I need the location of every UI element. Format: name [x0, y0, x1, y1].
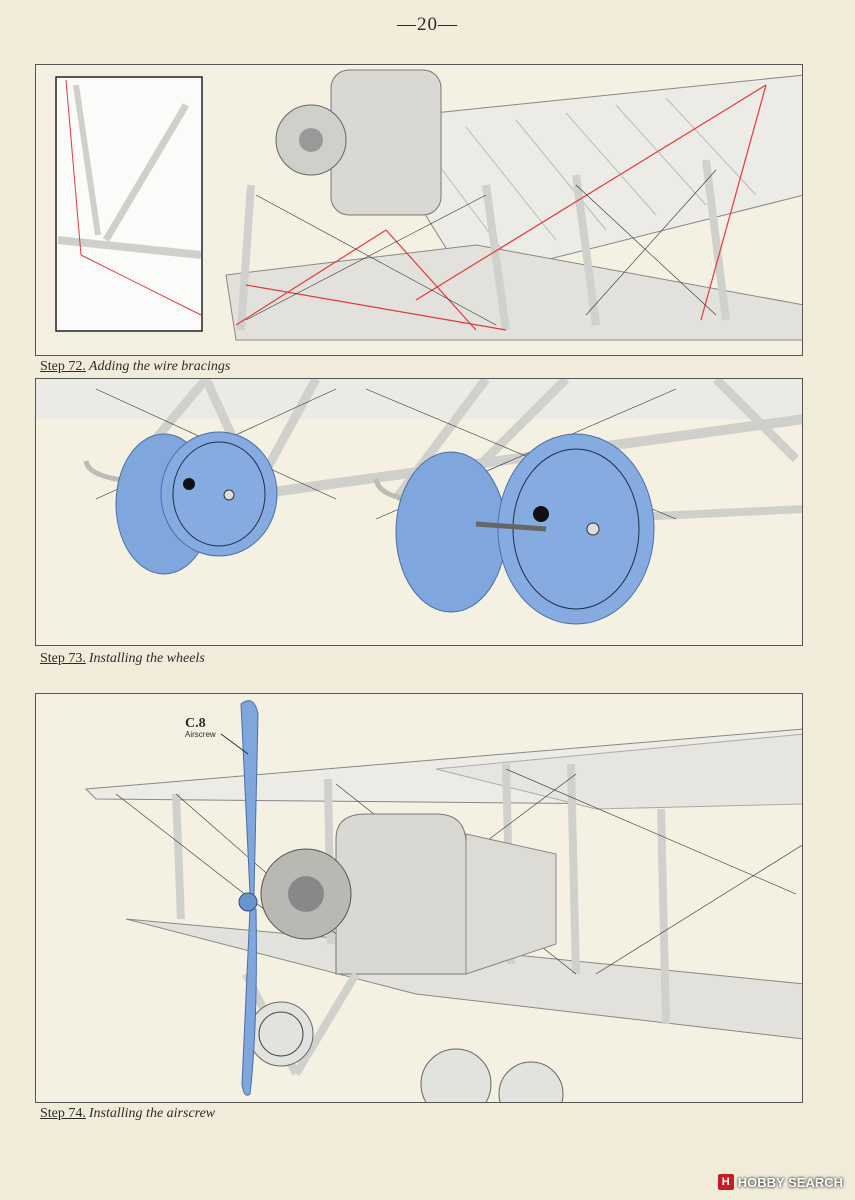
step-72-description: Adding the wire bracings	[88, 359, 231, 374]
biplane-bracing-drawing	[55, 69, 802, 341]
step-74-description: Installing the airscrew	[88, 1106, 216, 1121]
part-name: Airscrew	[185, 730, 216, 739]
page-number: —20—	[397, 14, 458, 35]
step-73-illustration	[35, 378, 803, 646]
step-74-caption: Step 74.Installing the airscrew	[40, 1106, 215, 1122]
step-73-caption: Step 73.Installing the wheels	[40, 651, 205, 667]
step-74-illustration	[35, 693, 803, 1103]
part-callout-c8: C.8 Airscrew	[185, 716, 216, 739]
step-72-illustration	[35, 64, 803, 356]
step-72-label: Step 72.	[40, 359, 86, 374]
airscrew-upper-blade	[240, 700, 259, 895]
step-73-label: Step 73.	[40, 651, 86, 666]
watermark: H HOBBY SEARCH	[717, 1174, 843, 1190]
airscrew-lower-blade	[241, 908, 257, 1096]
part-code: C.8	[185, 716, 206, 731]
watermark-text: HOBBY SEARCH	[737, 1174, 843, 1190]
step-74-label: Step 74.	[40, 1106, 86, 1121]
step-73-description: Installing the wheels	[88, 651, 205, 666]
step-72-caption: Step 72.Adding the wire bracings	[40, 359, 230, 375]
landing-gear-wheels-drawing	[36, 379, 802, 625]
watermark-logo-icon: H	[717, 1174, 734, 1190]
biplane-airscrew-drawing	[84, 700, 802, 1102]
